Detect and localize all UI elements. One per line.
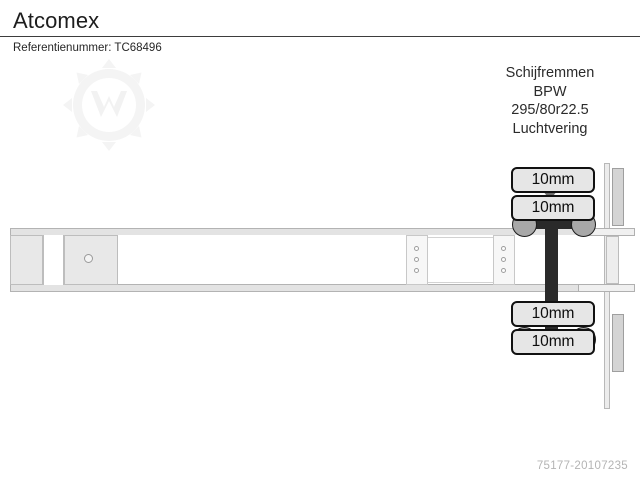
page-title: Atcomex <box>13 8 100 33</box>
kingpin-circle <box>84 254 93 263</box>
gear-logo-watermark-icon <box>57 53 161 157</box>
tire-tread-label-1: 10mm <box>511 167 595 193</box>
header-divider <box>0 36 640 37</box>
footer-reference-code: 75177-20107235 <box>536 460 628 472</box>
bogie-plate-right <box>493 235 515 285</box>
trailer-diagram: Schijfremmen BPW 295/80r22.5 Luchtvering… <box>0 56 640 456</box>
bogie-plate-left <box>406 235 428 285</box>
kingpin-mount-box <box>64 235 118 285</box>
bogie-hole <box>414 257 419 262</box>
bogie-hole <box>501 257 506 262</box>
bogie-hole <box>414 246 419 251</box>
bogie-center-section <box>428 237 493 283</box>
bogie-hole <box>414 268 419 273</box>
rear-crossmember-bottom <box>578 284 635 292</box>
bogie-hole <box>501 246 506 251</box>
spec-annotation-block: Schijfremmen BPW 295/80r22.5 Luchtvering <box>466 64 634 138</box>
axle-bar-front <box>520 220 583 229</box>
spec-line-tire-size: 295/80r22.5 <box>511 102 589 118</box>
mudguard-front <box>612 168 624 226</box>
reference-number-label: Referentienummer: TC68496 <box>13 42 162 54</box>
tire-tread-label-2: 10mm <box>511 195 595 221</box>
chassis-rail-bottom <box>10 284 610 292</box>
spec-line-brakes: Schijfremmen <box>505 65 595 81</box>
rear-center-beam <box>606 236 619 284</box>
tire-tread-label-4: 10mm <box>511 329 595 355</box>
tire-tread-label-3: 10mm <box>511 301 595 327</box>
spec-line-suspension: Luchtvering <box>512 120 588 137</box>
spec-line-brand: BPW <box>533 83 567 100</box>
page-header: Atcomex Referentienummer: TC68496 <box>0 0 640 56</box>
mudguard-rear <box>612 314 624 372</box>
bogie-hole <box>501 268 506 273</box>
front-frame-gap <box>43 235 64 285</box>
kingpin-plate <box>10 235 43 285</box>
